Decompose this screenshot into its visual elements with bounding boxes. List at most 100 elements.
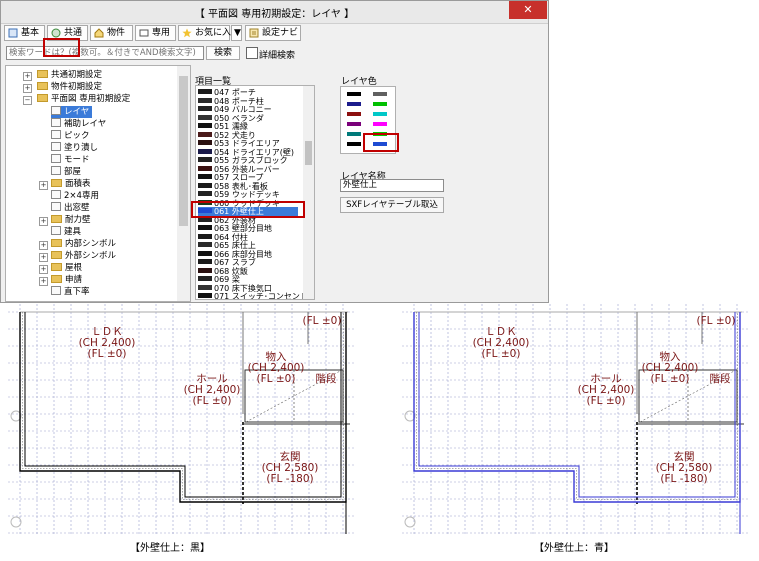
- layer-color-swatch: [198, 242, 212, 247]
- expand-icon[interactable]: +: [39, 253, 48, 262]
- list-item[interactable]: 066 床部分目地: [198, 250, 272, 259]
- tree-item-2x4[interactable]: 2×4専用: [51, 190, 99, 202]
- list-item[interactable]: 070 床下換気口: [198, 284, 272, 293]
- tree-item-property[interactable]: 物件初期設定: [37, 81, 102, 93]
- list-item[interactable]: 068 炊飯: [198, 267, 248, 276]
- list-item[interactable]: 047 ポーチ: [198, 88, 256, 97]
- tree-item-layer[interactable]: レイヤ: [51, 106, 93, 118]
- palette-color-swatch[interactable]: [373, 102, 387, 106]
- selection-highlight: [43, 38, 80, 57]
- common-button[interactable]: 共通: [47, 25, 88, 41]
- basic-button[interactable]: 基本: [4, 25, 45, 41]
- palette-color-swatch[interactable]: [347, 122, 361, 126]
- expand-icon[interactable]: +: [39, 241, 48, 250]
- room-floor: (FL ±0): [256, 373, 296, 385]
- layer-color-palette[interactable]: [340, 86, 396, 154]
- hall-label: ホール (CH 2,400) (FL ±0): [180, 374, 244, 407]
- list-item[interactable]: 051 濡縁: [198, 122, 248, 131]
- tree-item-room[interactable]: 部屋: [51, 166, 81, 178]
- palette-color-swatch[interactable]: [347, 142, 361, 146]
- palette-color-swatch[interactable]: [373, 142, 387, 146]
- list-scroll-thumb[interactable]: [305, 141, 312, 165]
- tree-item-external-symbol[interactable]: 外部シンボル: [51, 250, 116, 262]
- palette-color-swatch[interactable]: [347, 112, 361, 116]
- tree-item-common[interactable]: 共通初期設定: [37, 69, 102, 81]
- list-item[interactable]: 056 外装ルーバー: [198, 165, 280, 174]
- list-item[interactable]: 050 ベランダ: [198, 114, 264, 123]
- list-item[interactable]: 064 付柱: [198, 233, 248, 242]
- tree-item-area-table[interactable]: 面積表: [51, 178, 91, 190]
- tree-item-mode[interactable]: モード: [51, 154, 90, 166]
- expand-icon[interactable]: +: [39, 217, 48, 226]
- tree-item-bay-window[interactable]: 出窓壁: [51, 202, 90, 214]
- item-name: スラブ: [231, 258, 256, 267]
- list-scrollbar[interactable]: [303, 86, 314, 299]
- palette-color-swatch[interactable]: [373, 112, 387, 116]
- list-item[interactable]: 052 犬走り: [198, 131, 256, 140]
- settings-navi-button[interactable]: 設定ナビ: [245, 25, 301, 41]
- item-name: ウッドデッキ: [231, 190, 280, 199]
- list-item[interactable]: 055 ガラスブロック: [198, 156, 288, 165]
- tree-item-fittings[interactable]: 建具: [51, 226, 81, 238]
- list-item[interactable]: 067 スラブ: [198, 258, 256, 267]
- favorites-button[interactable]: お気に入り: [178, 25, 240, 41]
- settings-dialog: 【 平面図 専用初期設定：レイヤ 】 ✕ 基本 共通 物件 専用 お気に入り ▼…: [0, 0, 549, 303]
- dedicated-button[interactable]: 専用: [135, 25, 176, 41]
- list-item[interactable]: 048 ポーチ柱: [198, 97, 264, 106]
- floor-plan-drawing: [402, 304, 750, 534]
- palette-color-swatch[interactable]: [347, 102, 361, 106]
- list-item[interactable]: 065 床仕上: [198, 241, 256, 250]
- expand-icon[interactable]: +: [23, 72, 32, 81]
- property-button[interactable]: 物件: [90, 25, 133, 41]
- detail-search-checkbox[interactable]: [246, 47, 258, 59]
- expand-icon[interactable]: +: [39, 181, 48, 190]
- list-item[interactable]: 054 ドライエリア(壁): [198, 148, 294, 157]
- expand-icon[interactable]: +: [23, 84, 32, 93]
- palette-color-swatch[interactable]: [347, 92, 361, 96]
- list-item[interactable]: 058 表札･看板: [198, 182, 268, 191]
- palette-color-swatch[interactable]: [347, 132, 361, 136]
- item-code: 051: [214, 122, 230, 131]
- search-button[interactable]: 検索: [206, 46, 240, 60]
- room-name: 玄関: [279, 451, 301, 463]
- layer-name-field[interactable]: 外壁仕上: [340, 179, 444, 192]
- tree-item-internal-symbol[interactable]: 内部シンボル: [51, 238, 116, 250]
- layer-color-swatch: [198, 216, 212, 222]
- navi-icon: [249, 28, 259, 38]
- list-item[interactable]: 062 外装材: [198, 216, 256, 225]
- room-floor: (FL ±0): [192, 395, 232, 407]
- tree-item-sub-layer[interactable]: 補助レイヤ: [51, 118, 106, 130]
- list-item[interactable]: 069 梁: [198, 275, 240, 284]
- search-input[interactable]: [6, 46, 204, 60]
- collapse-icon[interactable]: −: [23, 96, 32, 105]
- favorites-dropdown[interactable]: ▼: [231, 25, 242, 41]
- expand-icon[interactable]: +: [39, 265, 48, 274]
- tree-item-roof[interactable]: 屋根: [51, 262, 82, 274]
- sxf-import-button[interactable]: SXFレイヤテーブル取込: [340, 197, 444, 213]
- close-button[interactable]: ✕: [509, 1, 547, 19]
- item-name: 表札･看板: [231, 181, 268, 191]
- palette-color-swatch[interactable]: [373, 122, 387, 126]
- expand-icon[interactable]: +: [39, 277, 48, 286]
- tree-item-application[interactable]: 申請: [51, 274, 82, 286]
- list-item[interactable]: 053 ドライエリア: [198, 139, 280, 148]
- list-item[interactable]: 057 スロープ: [198, 173, 263, 182]
- list-item[interactable]: 049 バルコニー: [198, 105, 272, 114]
- tree-item-fill[interactable]: 塗り潰し: [51, 142, 98, 154]
- list-item[interactable]: 061 外壁仕上: [198, 207, 298, 216]
- settings-tree[interactable]: + 共通初期設定 + 物件初期設定 − 平面図 専用初期設定 レイヤ 補助レイヤ…: [5, 65, 191, 302]
- dedicated-label: 専用: [152, 28, 171, 38]
- folder-icon: [51, 263, 62, 271]
- tree-item-plan-dedicated[interactable]: 平面図 専用初期設定: [37, 93, 130, 105]
- tree-item-pick[interactable]: ピック: [51, 130, 90, 142]
- list-item[interactable]: 063 壁部分目地: [198, 224, 272, 233]
- list-item[interactable]: 059 ウッドデッキ: [198, 190, 280, 199]
- tree-item-direct-ratio[interactable]: 直下率: [51, 286, 90, 298]
- list-item[interactable]: 071 スイッチ･コンセント: [198, 292, 308, 299]
- item-name: ベランダ: [231, 113, 264, 123]
- tree-scroll-thumb[interactable]: [179, 76, 188, 226]
- ratio-icon: [51, 286, 61, 295]
- tree-item-bearing-wall[interactable]: 耐力壁: [51, 214, 91, 226]
- palette-color-swatch[interactable]: [373, 92, 387, 96]
